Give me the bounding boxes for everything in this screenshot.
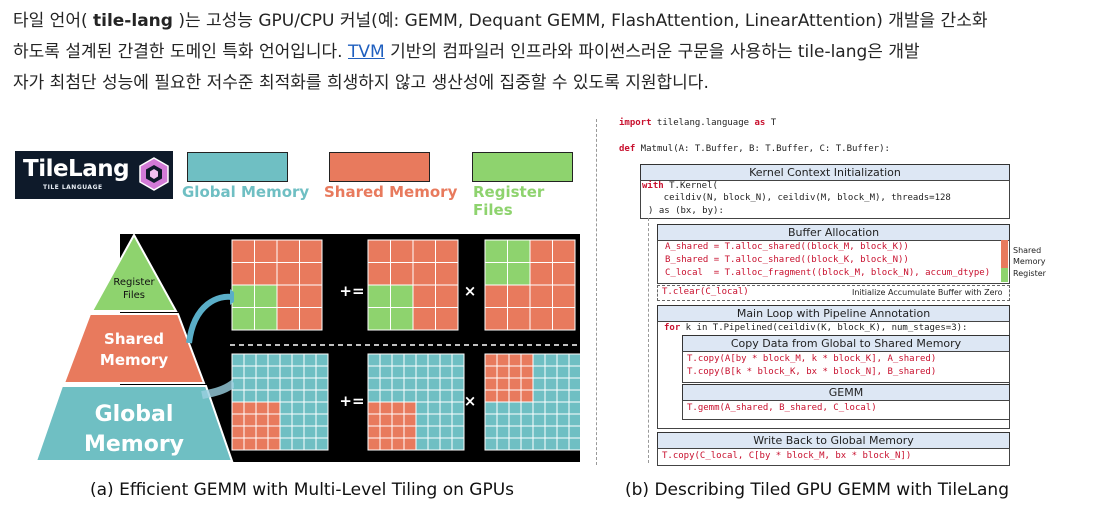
gemm-tiling-figure: TileLang TILE LANGUAGE Global Memory Sha…: [12, 113, 587, 500]
tile-grid-a-global: [367, 353, 465, 451]
para-line-2: 하도록 설계된 간결한 도메인 특화 언어입니다. TVM 기반의 컴파일러 인…: [13, 37, 1085, 68]
indent-line: [648, 218, 649, 463]
tile-grid-c-shared: [231, 239, 323, 331]
para-bold-term: tile-lang: [93, 11, 173, 31]
para-text: 기반의 컴파일러 인프라와 파이썬스러운 구문을 사용하는 tile-lang은…: [384, 42, 920, 62]
legend-register: Register: [1013, 269, 1046, 278]
arrow-head-icon: [230, 289, 234, 305]
swoop-icon: [201, 379, 234, 399]
code-margin-line: [596, 119, 597, 465]
legend-shared-swatch: [329, 152, 430, 182]
alloc-a-shared: A_shared = T.alloc_shared((block_M, bloc…: [665, 242, 909, 252]
write-back-line: T.copy(C_local, C[by * block_M, bx * blo…: [662, 451, 912, 461]
pyramid-register-tier: [90, 233, 178, 312]
buffer-allocation-box: [657, 240, 1010, 284]
shared-swatch: [1001, 240, 1008, 268]
import-line: import tilelang.language as T: [619, 118, 777, 128]
logo-subtitle: TILE LANGUAGE: [43, 184, 103, 191]
tilelang-code-figure: import tilelang.language as T def Matmul…: [596, 113, 1046, 500]
legend-global-swatch: [187, 152, 288, 182]
legend-register-swatch: [472, 152, 573, 182]
buffer-allocation-header: Buffer Allocation: [657, 224, 1010, 241]
register-swatch: [1001, 268, 1008, 282]
kernel-line-1: with T.Kernel(: [642, 181, 718, 191]
para-text: 타일 언어(: [13, 11, 93, 31]
kernel-line-2: ceildiv(N, block_N), ceildiv(M, block_M)…: [642, 193, 951, 203]
tile-grid-c-global: [231, 353, 329, 451]
def-line: def Matmul(A: T.Buffer, B: T.Buffer, C: …: [619, 144, 890, 154]
kernel-line-3: ) as (bx, by):: [648, 206, 724, 216]
times-op: ×: [464, 392, 477, 410]
legend-shared-label: Shared Memory: [324, 183, 458, 201]
plus-equals-op: +=: [339, 282, 364, 300]
caption-a: (a) Efficient GEMM with Multi-Level Tili…: [90, 480, 515, 500]
tilelang-logo: TileLang TILE LANGUAGE: [15, 151, 173, 199]
copy-box: [682, 351, 1010, 383]
copy-header: Copy Data from Global to Shared Memory: [682, 335, 1010, 352]
load-arrow-icon: [186, 293, 233, 344]
plus-equals-op: +=: [339, 392, 364, 410]
alloc-b-shared: B_shared = T.alloc_shared((block_K, bloc…: [665, 255, 909, 265]
clear-box: [657, 285, 1010, 301]
legend-shared-memory: Shared Memory: [1013, 246, 1046, 266]
for-line: for k in T.Pipelined(ceildiv(K, block_K)…: [664, 323, 968, 333]
tile-grid-b-shared: [484, 239, 576, 331]
hexagon-logo-icon: [139, 157, 169, 191]
copy-b-line: T.copy(B[k * block_K, bx * block_N], B_s…: [687, 367, 937, 377]
gemm-box: [682, 400, 1010, 420]
para-text: )는 고성능 GPU/CPU 커널(예: GEMM, Dequant GEMM,…: [172, 11, 988, 31]
para-text: 하도록 설계된 간결한 도메인 특화 언어입니다.: [13, 42, 348, 62]
gemm-header: GEMM: [682, 384, 1010, 401]
kernel-context-box: [640, 180, 1010, 219]
intro-paragraph: 타일 언어( tile-lang )는 고성능 GPU/CPU 커널(예: GE…: [13, 6, 1085, 99]
write-back-header: Write Back to Global Memory: [657, 432, 1010, 449]
legend-global-label: Global Memory: [182, 183, 310, 201]
times-op: ×: [464, 282, 477, 300]
tiling-canvas: += × += ×: [120, 234, 582, 462]
tile-grid-b-global: [484, 353, 582, 451]
para-line-3: 자가 최첨단 성능에 필요한 저수준 최적화를 희생하지 않고 생산성에 집중할…: [13, 73, 709, 93]
tiling-grids: += × += ×: [230, 239, 582, 451]
para-line-1: 타일 언어( tile-lang )는 고성능 GPU/CPU 커널(예: GE…: [13, 6, 1085, 37]
legend-register-label: Register Files: [473, 183, 545, 219]
logo-title: TileLang: [23, 156, 130, 182]
tile-grid-a-shared: [367, 239, 459, 331]
clear-note: Initialize Accumulate Buffer with Zero: [852, 288, 1003, 297]
pyramid-global-tier: [34, 385, 234, 462]
pyramid-shared-tier: [62, 313, 206, 384]
alloc-c-local: C_local = T.alloc_fragment((block_M, blo…: [665, 268, 991, 278]
caption-b: (b) Describing Tiled GPU GEMM with TileL…: [625, 480, 1009, 500]
main-loop-header: Main Loop with Pipeline Annotation: [657, 305, 1010, 322]
gemm-line: T.gemm(A_shared, B_shared, C_local): [687, 403, 877, 413]
tvm-link[interactable]: TVM: [348, 42, 385, 62]
kernel-context-header: Kernel Context Initialization: [640, 164, 1010, 181]
copy-a-line: T.copy(A[by * block_M, k * block_K], A_s…: [687, 354, 937, 364]
clear-code: T.clear(C_local): [662, 287, 749, 297]
write-back-box: [657, 448, 1010, 466]
